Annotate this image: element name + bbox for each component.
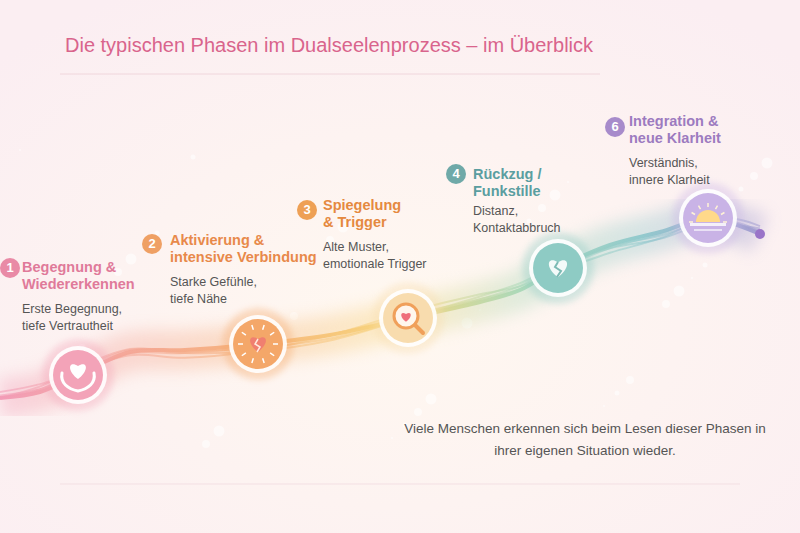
phase-node: Aktivierung & intensive VerbindungStarke… <box>170 232 320 308</box>
ribbon-glow <box>0 218 760 398</box>
callout-number: 1 <box>0 258 20 278</box>
sparkle <box>567 181 569 183</box>
phase-node: Rückzug / FunkstilleDistanz, Kontaktabbr… <box>473 166 573 237</box>
ribbon-end <box>755 229 765 239</box>
icons <box>42 182 744 411</box>
sparkle <box>674 286 685 297</box>
phase-description: Starke Gefühle, tiefe Nähe <box>170 274 270 308</box>
phase-icon <box>42 339 114 411</box>
callout-number: 3 <box>297 200 317 220</box>
sparkle <box>662 300 670 308</box>
ribbon-strand <box>0 217 760 395</box>
sparkle <box>126 254 137 265</box>
phase-heading: Rückzug / Funkstille <box>473 166 565 200</box>
sparkle <box>538 204 546 212</box>
sparkle <box>426 394 437 405</box>
sparkle <box>202 440 210 448</box>
sparkle <box>762 158 773 169</box>
phase-description: Alte Muster, emotionale Trigger <box>323 239 445 273</box>
callout-number: 4 <box>446 164 466 184</box>
phase-heading: Aktivierung & intensive Verbindung <box>170 232 320 266</box>
ribbon-strand <box>0 217 760 392</box>
sparkle <box>19 149 21 151</box>
ribbon-strand <box>0 223 760 398</box>
phase-icon <box>672 182 744 254</box>
phase-node: Spiegelung & TriggerAlte Muster, emotion… <box>323 197 445 273</box>
callout-number: 6 <box>605 117 625 137</box>
sparkle <box>550 190 561 201</box>
ribbon-strand <box>0 221 760 398</box>
caption: Viele Menschen erkennen sich beim Lesen … <box>400 418 770 462</box>
sparkle <box>615 391 620 396</box>
phase-heading: Integration & neue Klarheit <box>629 113 741 147</box>
ribbon-strand <box>0 218 760 398</box>
phase-description: Erste Begegnung, tiefe Vertrautheit <box>22 301 134 335</box>
sparkle <box>290 312 298 320</box>
phase-node: Begegnung & WiedererkennenErste Begegnun… <box>22 259 140 335</box>
sparkles <box>19 149 773 448</box>
phase-icon <box>522 232 594 304</box>
rule <box>60 74 600 75</box>
phase-description: Distanz, Kontaktabbruch <box>473 203 573 237</box>
phase-description: Verständnis, innere Klarheit <box>629 155 729 189</box>
rule <box>60 484 740 485</box>
phase-node: Integration & neue KlarheitVerständnis, … <box>629 113 741 189</box>
title: Die typischen Phasen im Dualseelenprozes… <box>65 34 593 57</box>
sparkle <box>691 277 693 279</box>
phase-heading: Begegnung & Wiedererkennen <box>22 259 140 293</box>
sparkle <box>214 426 225 437</box>
sparkle <box>739 187 744 192</box>
sparkle <box>414 408 422 416</box>
sparkle <box>750 172 758 180</box>
phase-heading: Spiegelung & Trigger <box>323 197 407 231</box>
phase-icon <box>372 282 444 354</box>
ribbon <box>0 217 765 398</box>
sparkle <box>603 405 605 407</box>
callout-number: 2 <box>142 234 162 254</box>
sparkle <box>626 376 634 384</box>
sparkle <box>191 155 196 160</box>
sparkle <box>703 263 708 268</box>
sparkle <box>391 437 393 439</box>
phase-icon <box>222 308 294 380</box>
